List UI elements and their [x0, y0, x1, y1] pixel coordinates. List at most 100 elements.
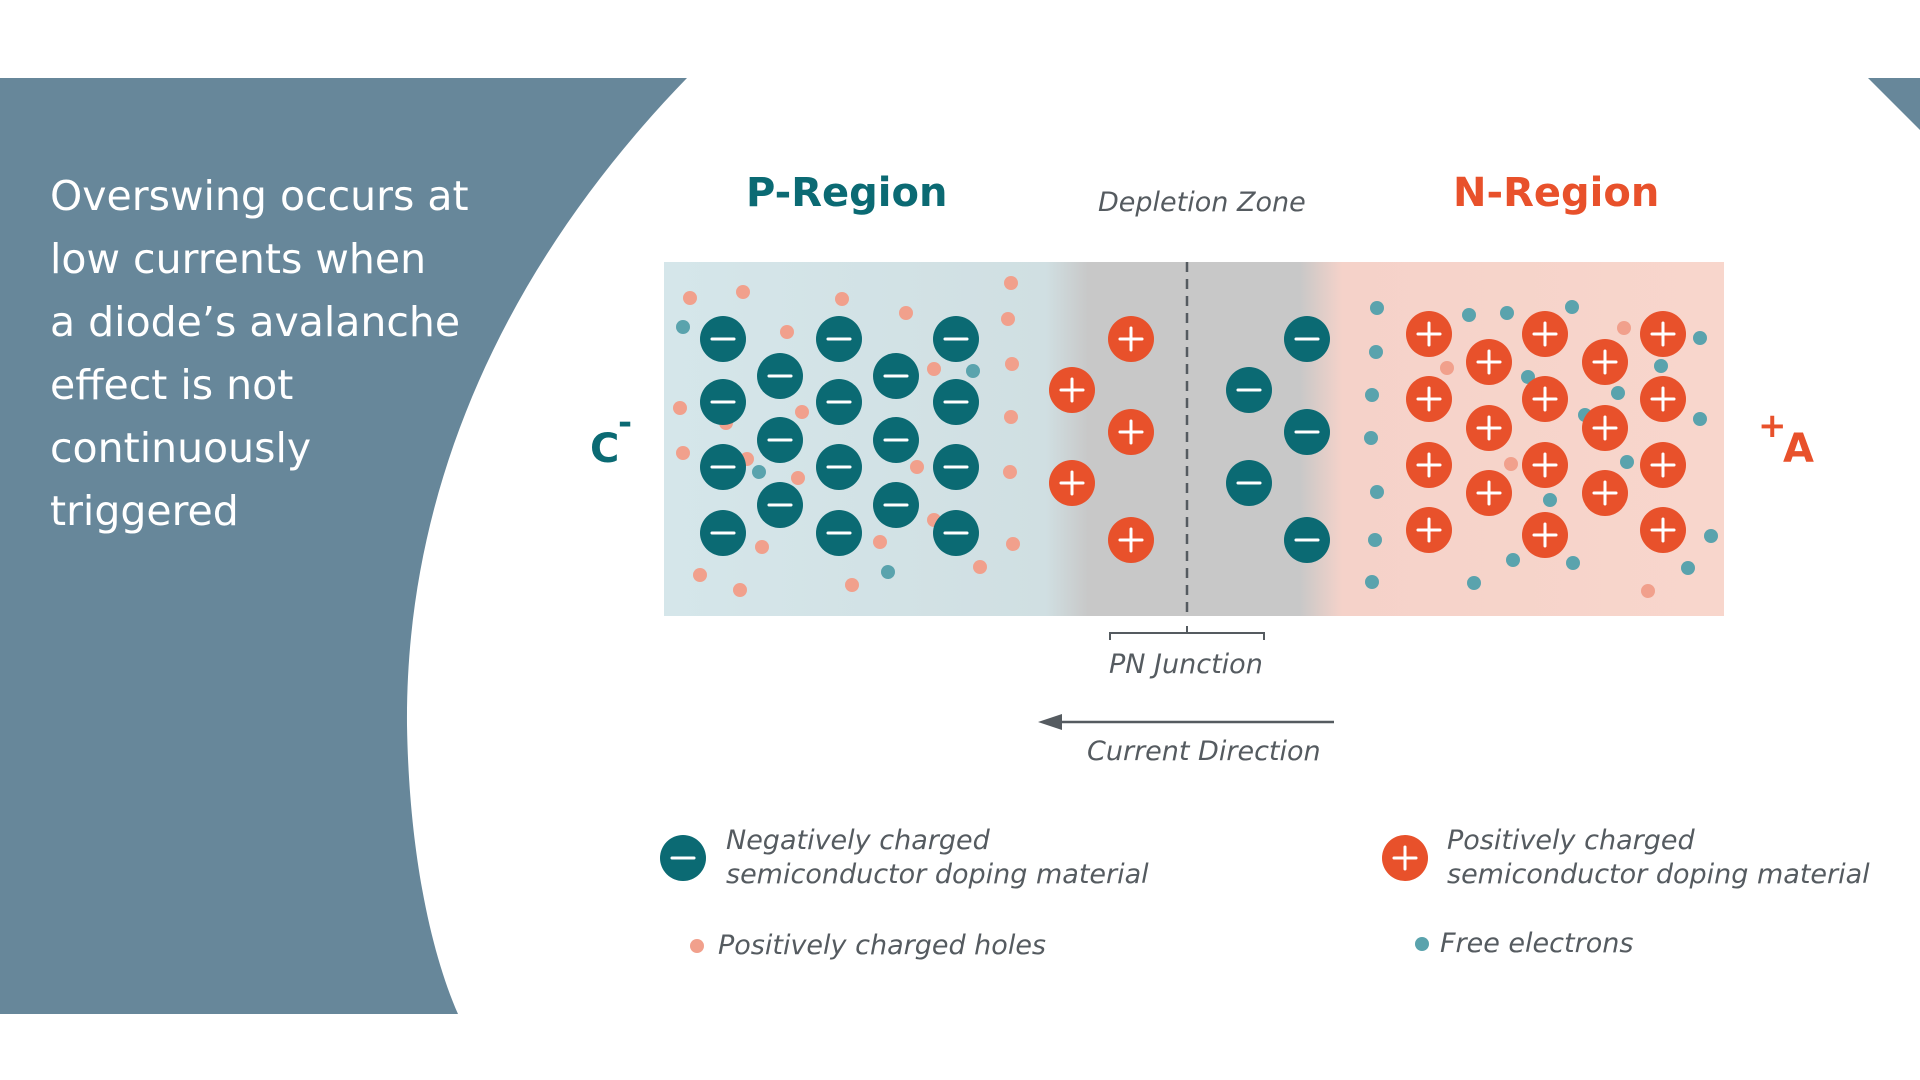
dot-icon	[1365, 575, 1379, 589]
headline-line: Overswing occurs at	[50, 172, 469, 220]
minus-circle-icon	[873, 482, 919, 528]
dot-icon	[1506, 553, 1520, 567]
dot-icon	[676, 446, 690, 460]
minus-circle-icon	[933, 444, 979, 490]
legend-negative-line1: Negatively charged	[726, 825, 990, 856]
plus-circle-icon	[1582, 470, 1628, 516]
plus-circle-icon	[1640, 311, 1686, 357]
plus-circle-icon	[1049, 367, 1095, 413]
dot-icon	[1006, 537, 1020, 551]
dot-icon	[1440, 361, 1454, 375]
plus-circle-icon	[1466, 405, 1512, 451]
dot-icon	[1368, 533, 1382, 547]
headline-line: effect is not	[50, 361, 294, 409]
plus-circle-icon	[1108, 409, 1154, 455]
dot-icon	[733, 583, 747, 597]
dot-icon	[1654, 359, 1668, 373]
dot-icon	[845, 578, 859, 592]
anode-label: A	[1783, 426, 1814, 472]
minus-circle-icon	[873, 353, 919, 399]
dot-icon	[1500, 306, 1514, 320]
dot-icon	[755, 540, 769, 554]
minus-circle-icon	[1226, 460, 1272, 506]
minus-circle-icon	[816, 444, 862, 490]
plus-circle-icon	[1522, 376, 1568, 422]
dot-icon	[881, 565, 895, 579]
legend-positive-line2: semiconductor doping material	[1447, 859, 1870, 890]
minus-circle-icon	[816, 379, 862, 425]
depletion-zone-label: Depletion Zone	[1098, 187, 1306, 218]
minus-circle-icon	[816, 510, 862, 556]
cathode-label: C	[590, 426, 620, 472]
minus-circle-icon	[757, 482, 803, 528]
pn-junction-bracket	[1109, 626, 1265, 640]
legend-positive-line1: Positively charged	[1447, 825, 1695, 856]
minus-circle-icon	[700, 444, 746, 490]
corner-accent	[1868, 78, 1920, 130]
dot-icon	[1467, 576, 1481, 590]
dot-icon	[780, 325, 794, 339]
minus-circle-icon	[700, 510, 746, 556]
dot-icon	[1543, 493, 1557, 507]
dot-icon	[1415, 937, 1429, 951]
minus-circle-icon	[1284, 409, 1330, 455]
dot-icon	[752, 465, 766, 479]
plus-circle-icon	[1640, 507, 1686, 553]
legend-negative-line2: semiconductor doping material	[726, 859, 1149, 890]
minus-circle-icon	[816, 316, 862, 362]
arrow-left-icon	[1038, 714, 1062, 730]
dot-icon	[1620, 455, 1634, 469]
dot-icon	[973, 560, 987, 574]
dot-icon	[1005, 357, 1019, 371]
legend-negative-ion: Negatively charged semiconductor doping …	[726, 824, 1149, 892]
dot-icon	[693, 568, 707, 582]
dot-icon	[1369, 345, 1383, 359]
legend-icons	[660, 835, 1429, 953]
n-region-title: N-Region	[1453, 170, 1660, 216]
p-region-title: P-Region	[746, 170, 948, 216]
legend-holes: Positively charged holes	[718, 930, 1046, 961]
cathode-sign: -	[618, 403, 633, 443]
dot-icon	[1001, 312, 1015, 326]
dot-icon	[1641, 584, 1655, 598]
legend-positive-ion: Positively charged semiconductor doping …	[1447, 824, 1870, 892]
dot-icon	[1365, 388, 1379, 402]
dot-icon	[1504, 457, 1518, 471]
legend-electrons: Free electrons	[1440, 928, 1634, 959]
plus-circle-icon	[1406, 507, 1452, 553]
dot-icon	[835, 292, 849, 306]
dot-icon	[795, 405, 809, 419]
plus-circle-icon	[1049, 460, 1095, 506]
left-panel	[0, 78, 687, 1014]
dot-icon	[1004, 276, 1018, 290]
minus-circle-icon	[757, 417, 803, 463]
minus-circle-icon	[1284, 316, 1330, 362]
dot-icon	[1693, 412, 1707, 426]
plus-circle-icon	[1640, 442, 1686, 488]
dot-icon	[966, 364, 980, 378]
diode-band	[664, 262, 1724, 616]
minus-circle-icon	[1226, 367, 1272, 413]
plus-circle-icon	[1406, 376, 1452, 422]
minus-circle-icon	[757, 353, 803, 399]
plus-circle-icon	[1406, 442, 1452, 488]
ion-layer	[700, 311, 1686, 563]
dot-icon	[1003, 465, 1017, 479]
plus-circle-icon	[1406, 311, 1452, 357]
dot-icon	[673, 401, 687, 415]
pn-junction-label: PN Junction	[1109, 649, 1263, 680]
dot-icon	[1462, 308, 1476, 322]
dot-icon	[1693, 331, 1707, 345]
plus-circle-icon	[1522, 442, 1568, 488]
dot-icon	[1004, 410, 1018, 424]
plus-circle-icon	[1582, 405, 1628, 451]
dot-icon	[1565, 300, 1579, 314]
headline-line: continuously	[50, 424, 312, 472]
dot-icon	[791, 471, 805, 485]
dot-icon	[690, 939, 704, 953]
minus-circle-icon	[700, 316, 746, 362]
minus-circle-icon	[933, 316, 979, 362]
dot-icon	[1364, 431, 1378, 445]
